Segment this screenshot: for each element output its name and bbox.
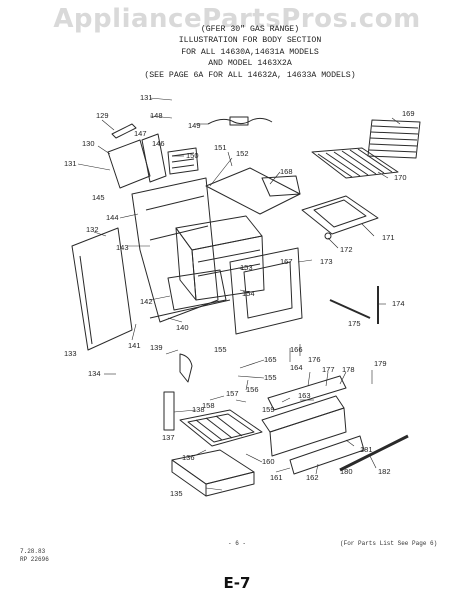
part-175-shape	[329, 299, 371, 319]
watermark: AppliancePartsPros.com	[53, 4, 421, 34]
part-150-shape	[167, 147, 199, 175]
callout-132: 132	[86, 225, 99, 234]
callout-180: 180	[340, 467, 353, 476]
callout-172: 172	[340, 245, 353, 254]
part-130-shape	[107, 139, 151, 189]
callout-176: 176	[308, 355, 321, 364]
footer-date: 7.28.83	[20, 548, 46, 555]
header-line-5: (SEE PAGE 6A FOR ALL 14632A, 14633A MODE…	[144, 70, 356, 80]
part-168-shape	[261, 175, 301, 197]
part-133-shape	[71, 227, 133, 351]
part-140-line	[149, 299, 231, 319]
callout-170: 170	[394, 173, 407, 182]
callout-178: 178	[342, 365, 355, 374]
drawer-front-shape	[261, 375, 365, 475]
part-136-shape	[179, 409, 263, 447]
callout-151: 151	[214, 143, 227, 152]
callout-142: 142	[140, 297, 153, 306]
callout-150: 150	[186, 151, 199, 160]
footer-note: (For Parts List See Page 6)	[340, 540, 438, 547]
part-147-shape	[141, 133, 167, 183]
callout-173: 173	[320, 257, 333, 266]
callout-166: 166	[290, 345, 303, 354]
callout-179: 179	[374, 359, 387, 368]
part-149-shape	[207, 117, 273, 125]
callout-146: 146	[152, 139, 165, 148]
callout-174: 174	[392, 299, 405, 308]
callout-171: 171	[382, 233, 395, 242]
callout-133: 133	[64, 349, 77, 358]
callout-138: 138	[192, 405, 205, 414]
page-code: E-7	[223, 574, 251, 592]
oven-cavity-shape	[175, 215, 265, 301]
callout-161: 161	[270, 473, 283, 482]
callout-153: 153	[240, 263, 253, 272]
part-137-shape	[163, 391, 175, 431]
part-135-shape	[171, 449, 255, 497]
header-line-4: AND MODEL 1463X2A	[208, 59, 292, 69]
callout-143: 143	[116, 243, 129, 252]
callout-134: 134	[88, 369, 101, 378]
callout-135: 135	[170, 489, 183, 498]
callout-145: 145	[92, 193, 105, 202]
footer-page-number: - 6 -	[228, 540, 247, 547]
part-142-shape	[167, 269, 227, 311]
callout-162: 162	[306, 473, 319, 482]
callout-144: 144	[106, 213, 119, 222]
callout-130: 130	[82, 139, 95, 148]
callout-155: 155	[264, 373, 277, 382]
callout-137: 137	[162, 433, 175, 442]
callout-147: 147	[134, 129, 147, 138]
callout-182: 182	[378, 467, 391, 476]
part-149-box	[229, 116, 249, 126]
callout-169: 169	[402, 109, 415, 118]
footer-rp: RP 22696	[20, 556, 49, 563]
callout-177: 177	[322, 365, 335, 374]
callout-157: 157	[226, 389, 239, 398]
part-129-shape	[111, 123, 137, 139]
callout-154: 154	[242, 289, 255, 298]
callout-160: 160	[262, 457, 275, 466]
callout-129: 129	[96, 111, 109, 120]
callout-181: 181	[360, 445, 373, 454]
callout-163: 163	[298, 391, 311, 400]
header-line-2: ILLUSTRATION FOR BODY SECTION	[178, 36, 322, 46]
callout-167: 167	[280, 257, 293, 266]
callout-136: 136	[182, 453, 195, 462]
callout-labels: 129 130 131 131 132 133 134 135 136 137 138 139 140 1…	[64, 93, 415, 498]
callout-165: 165	[264, 355, 277, 364]
callout-140: 140	[176, 323, 189, 332]
callout-131: 131	[64, 159, 77, 168]
header-line-3: FOR ALL 14630A,14631A MODELS	[181, 47, 319, 57]
part-182-shape	[339, 434, 409, 472]
callout-156: 156	[246, 385, 259, 394]
callout-148: 148	[150, 111, 163, 120]
part-170-shape	[311, 147, 399, 179]
part-156-shape	[179, 353, 193, 383]
callout-168: 168	[280, 167, 293, 176]
callout-131: 131	[140, 93, 153, 102]
part-171-shape	[301, 195, 379, 235]
callout-175: 175	[348, 319, 361, 328]
callout-139: 139	[150, 343, 163, 352]
callout-159: 159	[262, 405, 275, 414]
header-line-1: (GFER 30" GAS RANGE)	[200, 25, 300, 34]
part-172-shape	[324, 232, 332, 240]
callout-152: 152	[236, 149, 249, 158]
callout-141: 141	[128, 341, 141, 350]
leader-lines	[77, 97, 401, 491]
part-144-shape	[131, 177, 219, 323]
callout-164: 164	[290, 363, 303, 372]
diagram-header: (GFER 30" GAS RANGE) ILLUSTRATION FOR BO…	[130, 24, 370, 81]
callout-155: 155	[214, 345, 227, 354]
callout-149: 149	[188, 121, 201, 130]
part-169-shape	[367, 119, 421, 159]
callout-158: 158	[202, 401, 215, 410]
part-173-frame	[229, 247, 303, 335]
